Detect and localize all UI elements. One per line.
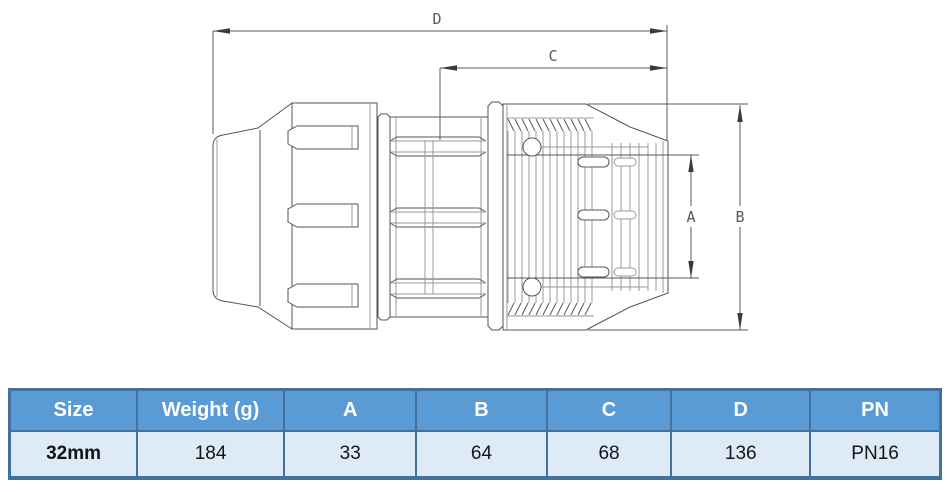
cell-b: 64 [415, 430, 548, 479]
header-cell-pn: PN [809, 388, 942, 432]
grip-lug [287, 203, 359, 228]
sleeve-band [389, 278, 487, 299]
dimension-line-a: A [660, 154, 700, 279]
table-header-row: Size Weight (g) A B C D PN [8, 388, 942, 432]
dimension-line-c: C [439, 47, 667, 140]
washer-ring [377, 113, 391, 321]
header-cell-weight: Weight (g) [136, 388, 286, 432]
left-nut [212, 102, 378, 330]
dim-label-a: A [686, 208, 695, 226]
center-sleeve [389, 116, 488, 318]
spec-table-wrap: Size Weight (g) A B C D PN 32mm 184 33 6… [8, 388, 942, 480]
dim-label-d: D [432, 10, 441, 28]
grip-lug [287, 283, 359, 308]
cell-c: 68 [545, 430, 673, 479]
cell-d: 136 [670, 430, 812, 479]
o-ring-bottom [522, 277, 542, 297]
header-cell-c: C [545, 388, 673, 432]
spec-table: Size Weight (g) A B C D PN 32mm 184 33 6… [8, 388, 942, 480]
sleeve-band [389, 136, 487, 157]
dimension-line-d: D [212, 10, 668, 140]
grip-lug [287, 125, 359, 150]
dim-label-b: B [735, 208, 744, 226]
right-nut [502, 103, 669, 331]
header-cell-a: A [283, 388, 418, 432]
table-row: 32mm 184 33 64 68 136 PN16 [8, 430, 942, 479]
serration-teeth-bottom [507, 302, 592, 316]
header-cell-b: B [415, 388, 548, 432]
cell-pn: PN16 [809, 430, 942, 479]
cell-size: 32mm [8, 430, 139, 479]
header-cell-size: Size [8, 388, 139, 432]
serration-teeth-top [507, 118, 592, 132]
dimension-line-b: B [588, 103, 749, 331]
cell-a: 33 [283, 430, 418, 479]
flange-ring [487, 101, 504, 331]
technical-drawing: D C B A [212, 10, 749, 331]
dim-label-c: C [548, 47, 557, 65]
cell-weight: 184 [136, 430, 286, 479]
sleeve-band [389, 207, 487, 228]
o-ring-top [522, 137, 542, 157]
header-cell-d: D [670, 388, 812, 432]
insert-slots [577, 156, 637, 278]
